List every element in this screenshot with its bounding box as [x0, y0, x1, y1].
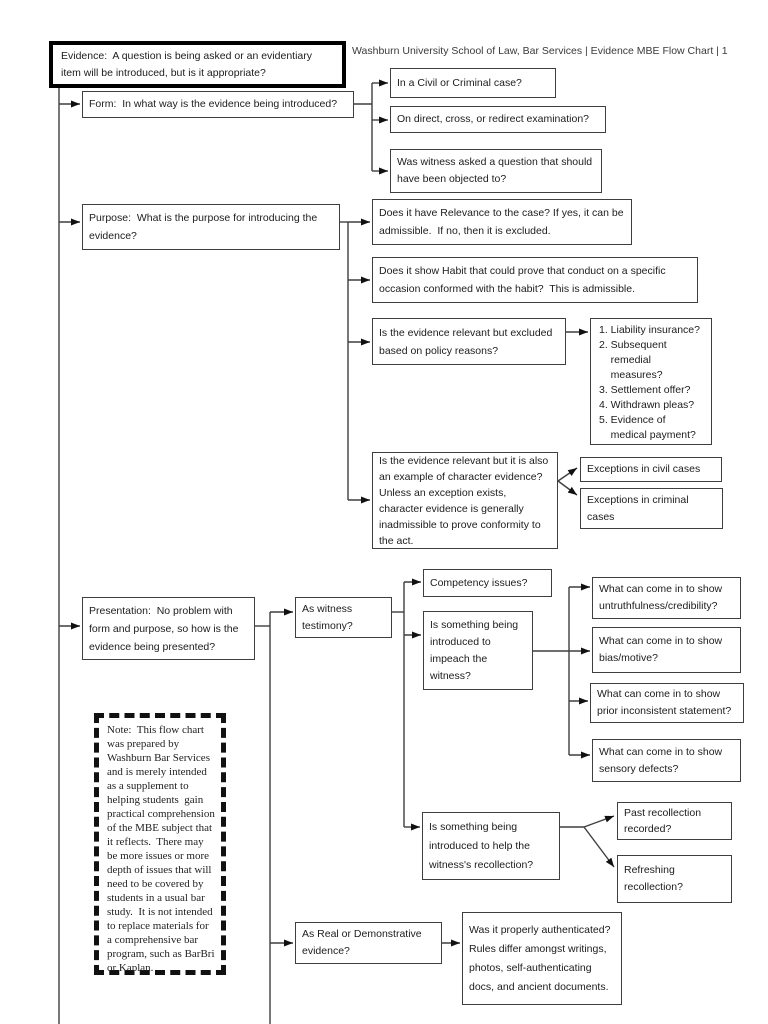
presentation-box: Presentation: No problem with form and p… — [82, 597, 255, 660]
policy-list-box: 1. Liability insurance? 2. Subsequent re… — [590, 318, 712, 445]
competency-box: Competency issues? — [423, 569, 552, 597]
exceptions-criminal-box: Exceptions in criminal cases — [580, 488, 723, 529]
arrow-to-past-rec — [583, 815, 615, 828]
recollection-help-box: Is something being introduced to help th… — [422, 812, 560, 880]
refreshing-recollection-box: Refreshing recollection? — [617, 855, 732, 903]
policy-exclusion-box: Is the evidence relevant but excluded ba… — [372, 318, 566, 365]
habit-box: Does it show Habit that could prove that… — [372, 257, 698, 303]
civil-criminal-box: In a Civil or Criminal case? — [390, 68, 556, 98]
real-demonstrative-box: As Real or Demonstrative evidence? — [295, 922, 442, 964]
arrow-to-exc-civil — [557, 467, 578, 482]
exceptions-civil-box: Exceptions in civil cases — [580, 457, 722, 482]
direct-cross-box: On direct, cross, or redirect examinatio… — [390, 106, 606, 133]
relevance-box: Does it have Relevance to the case? If y… — [372, 199, 632, 245]
disclaimer-note-box: Note: This flow chart was prepared by Wa… — [94, 713, 226, 975]
connector-group — [58, 79, 615, 1024]
sensory-defects-box: What can come in to show sensory defects… — [592, 739, 741, 782]
prior-inconsistent-box: What can come in to show prior inconsist… — [590, 683, 744, 723]
bias-motive-box: What can come in to show bias/motive? — [592, 627, 741, 673]
impeach-witness-box: Is something being introduced to impeach… — [423, 611, 533, 690]
witness-testimony-box: As witness testimony? — [295, 597, 392, 638]
past-recollection-box: Past recollection recorded? — [617, 802, 732, 840]
authentication-box: Was it properly authenticated? Rules dif… — [462, 912, 622, 1005]
evidence-root-box: Evidence: A question is being asked or a… — [49, 41, 346, 88]
untruthfulness-box: What can come in to show untruthfulness/… — [592, 577, 741, 619]
objected-question-box: Was witness asked a question that should… — [390, 149, 602, 193]
arrow-to-exc-criminal — [557, 480, 578, 496]
page-header-title: Washburn University School of Law, Bar S… — [352, 45, 728, 57]
purpose-box: Purpose: What is the purpose for introdu… — [82, 204, 340, 250]
arrow-to-refresh — [583, 826, 615, 868]
form-box: Form: In what way is the evidence being … — [82, 91, 354, 118]
character-evidence-box: Is the evidence relevant but it is also … — [372, 452, 558, 549]
